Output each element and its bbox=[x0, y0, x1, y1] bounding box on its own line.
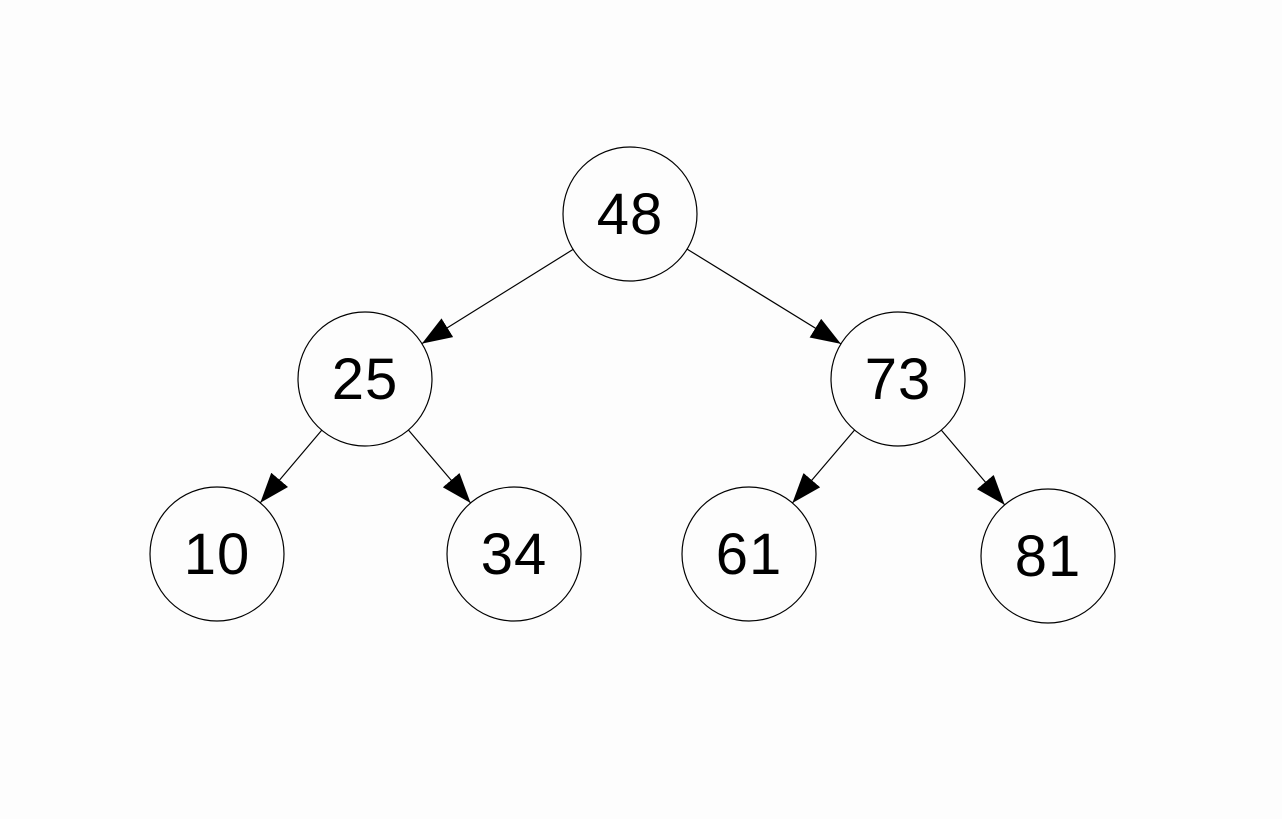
tree-edge-root-to-left bbox=[421, 248, 574, 345]
tree-node-circle bbox=[149, 486, 285, 622]
tree-node-circle bbox=[446, 486, 582, 622]
tree-nodes-layer: 48 25 73 10 34 61 81 bbox=[149, 146, 1116, 624]
tree-node-label: 61 bbox=[716, 522, 783, 587]
tree-node-circle bbox=[980, 488, 1116, 624]
tree-node-left-left: 10 bbox=[149, 486, 285, 622]
tree-edge-right-to-right-right bbox=[940, 429, 1006, 506]
tree-edges-layer bbox=[259, 248, 1006, 506]
tree-edge-left-to-left-right bbox=[407, 429, 472, 504]
tree-node-label: 81 bbox=[1015, 524, 1082, 589]
tree-node-circle bbox=[297, 311, 433, 447]
tree-edge-right-to-right-left bbox=[791, 429, 856, 504]
tree-node-label: 10 bbox=[184, 522, 251, 587]
tree-node-label: 48 bbox=[597, 182, 664, 247]
tree-node-root: 48 bbox=[562, 146, 698, 282]
tree-node-circle bbox=[562, 146, 698, 282]
tree-node-right-left: 61 bbox=[681, 486, 817, 622]
tree-node-circle bbox=[830, 311, 966, 447]
tree-node-right-right: 81 bbox=[980, 488, 1116, 624]
tree-node-right: 73 bbox=[830, 311, 966, 447]
tree-edge-left-to-left-left bbox=[259, 429, 323, 504]
tree-node-left: 25 bbox=[297, 311, 433, 447]
tree-node-left-right: 34 bbox=[446, 486, 582, 622]
tree-node-label: 73 bbox=[865, 347, 932, 412]
tree-node-circle bbox=[681, 486, 817, 622]
tree-edge-root-to-right bbox=[686, 248, 842, 345]
tree-node-label: 25 bbox=[332, 347, 399, 412]
tree-node-label: 34 bbox=[481, 522, 548, 587]
